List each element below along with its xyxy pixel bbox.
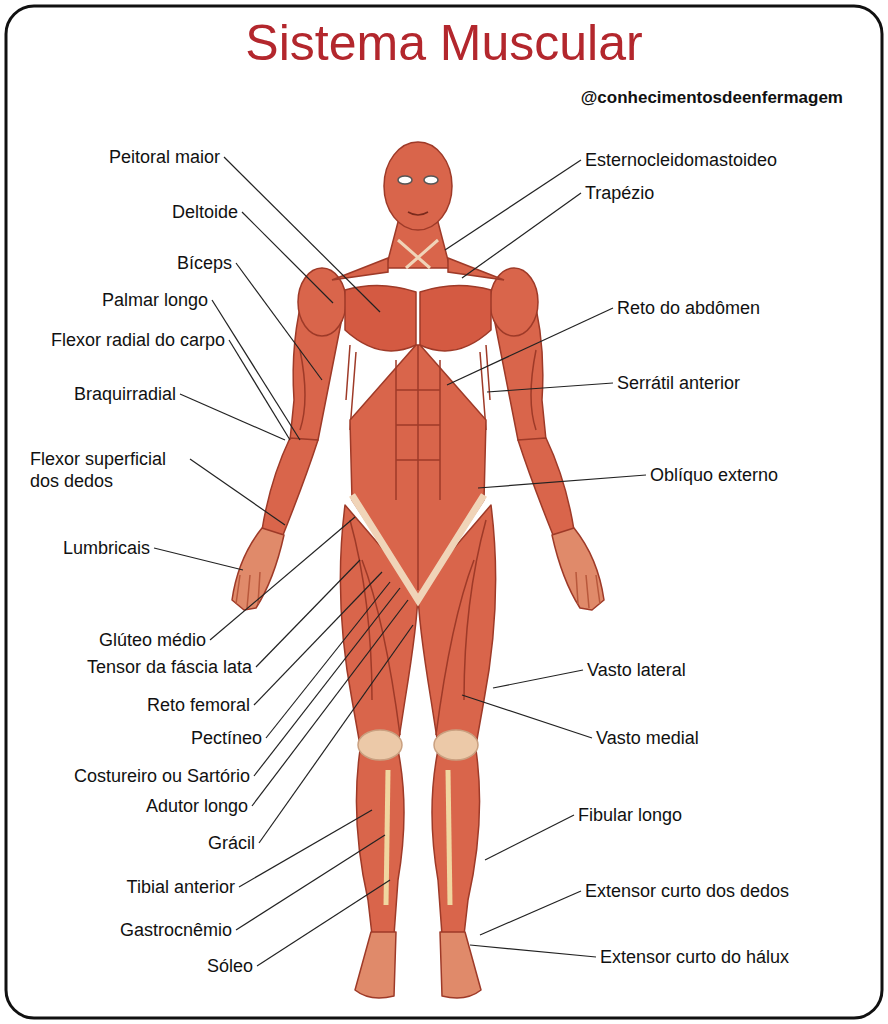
leader-line [493,670,583,688]
muscle-label: Palmar longo [102,289,208,311]
muscle-label: Grácil [208,832,255,854]
leader-line [256,560,360,667]
muscle-label: Serrátil anterior [617,372,740,394]
leader-line [180,394,285,440]
muscle-label: Flexor superficial dos dedos [30,448,200,492]
leader-line [210,517,355,640]
muscle-label: Glúteo médio [99,629,206,651]
leader-line [445,160,581,250]
leader-line [257,880,390,966]
muscle-label: Vasto medial [596,727,699,749]
muscle-label: Deltoide [172,201,238,223]
muscle-label: Esternocleidomastoideo [585,149,777,171]
title: Sistema Muscular [0,14,888,72]
leader-line [236,263,322,380]
muscle-label: Bíceps [177,252,232,274]
leader-line [485,815,574,860]
leader-line [487,383,613,392]
muscle-label: Gastrocnêmio [120,919,232,941]
leader-line [480,891,581,935]
leader-line [224,157,380,312]
muscle-label: Extensor curto dos dedos [585,880,789,902]
muscle-label: Peitoral maior [109,146,220,168]
muscle-label: Trapézio [585,182,654,204]
leader-line [239,810,372,887]
muscle-label: Braquirradial [74,383,176,405]
muscle-label: Pectíneo [191,727,262,749]
leader-line [254,588,400,776]
muscle-label: Costureiro ou Sartório [74,765,250,787]
leader-line [154,548,243,570]
leader-line [447,308,613,385]
muscle-label: Oblíquo externo [650,464,778,486]
muscle-label: Reto do abdômen [617,297,760,319]
muscle-label: Adutor longo [146,795,248,817]
leader-line [259,625,413,843]
leader-line [229,340,290,440]
muscle-label: Fibular longo [578,804,682,826]
leader-line [470,945,596,957]
watermark: @conhecimentosdeenfermagem [581,87,843,109]
muscle-label: Reto femoral [147,694,250,716]
muscle-label: Tensor da fáscia lata [87,656,252,678]
leader-line [236,835,385,930]
leader-line [478,475,646,488]
leader-line [190,459,285,525]
leader-line [462,695,592,738]
leader-line [266,582,390,738]
leader-line [254,572,382,705]
leader-line [462,193,581,278]
muscle-label: Tibial anterior [127,876,235,898]
muscle-label: Sóleo [207,955,253,977]
muscle-label: Lumbricais [63,537,150,559]
leader-line [252,600,408,806]
muscle-label: Vasto lateral [587,659,686,681]
muscle-label: Flexor radial do carpo [51,329,225,351]
muscle-label: Extensor curto do hálux [600,946,789,968]
leader-line [212,300,300,440]
